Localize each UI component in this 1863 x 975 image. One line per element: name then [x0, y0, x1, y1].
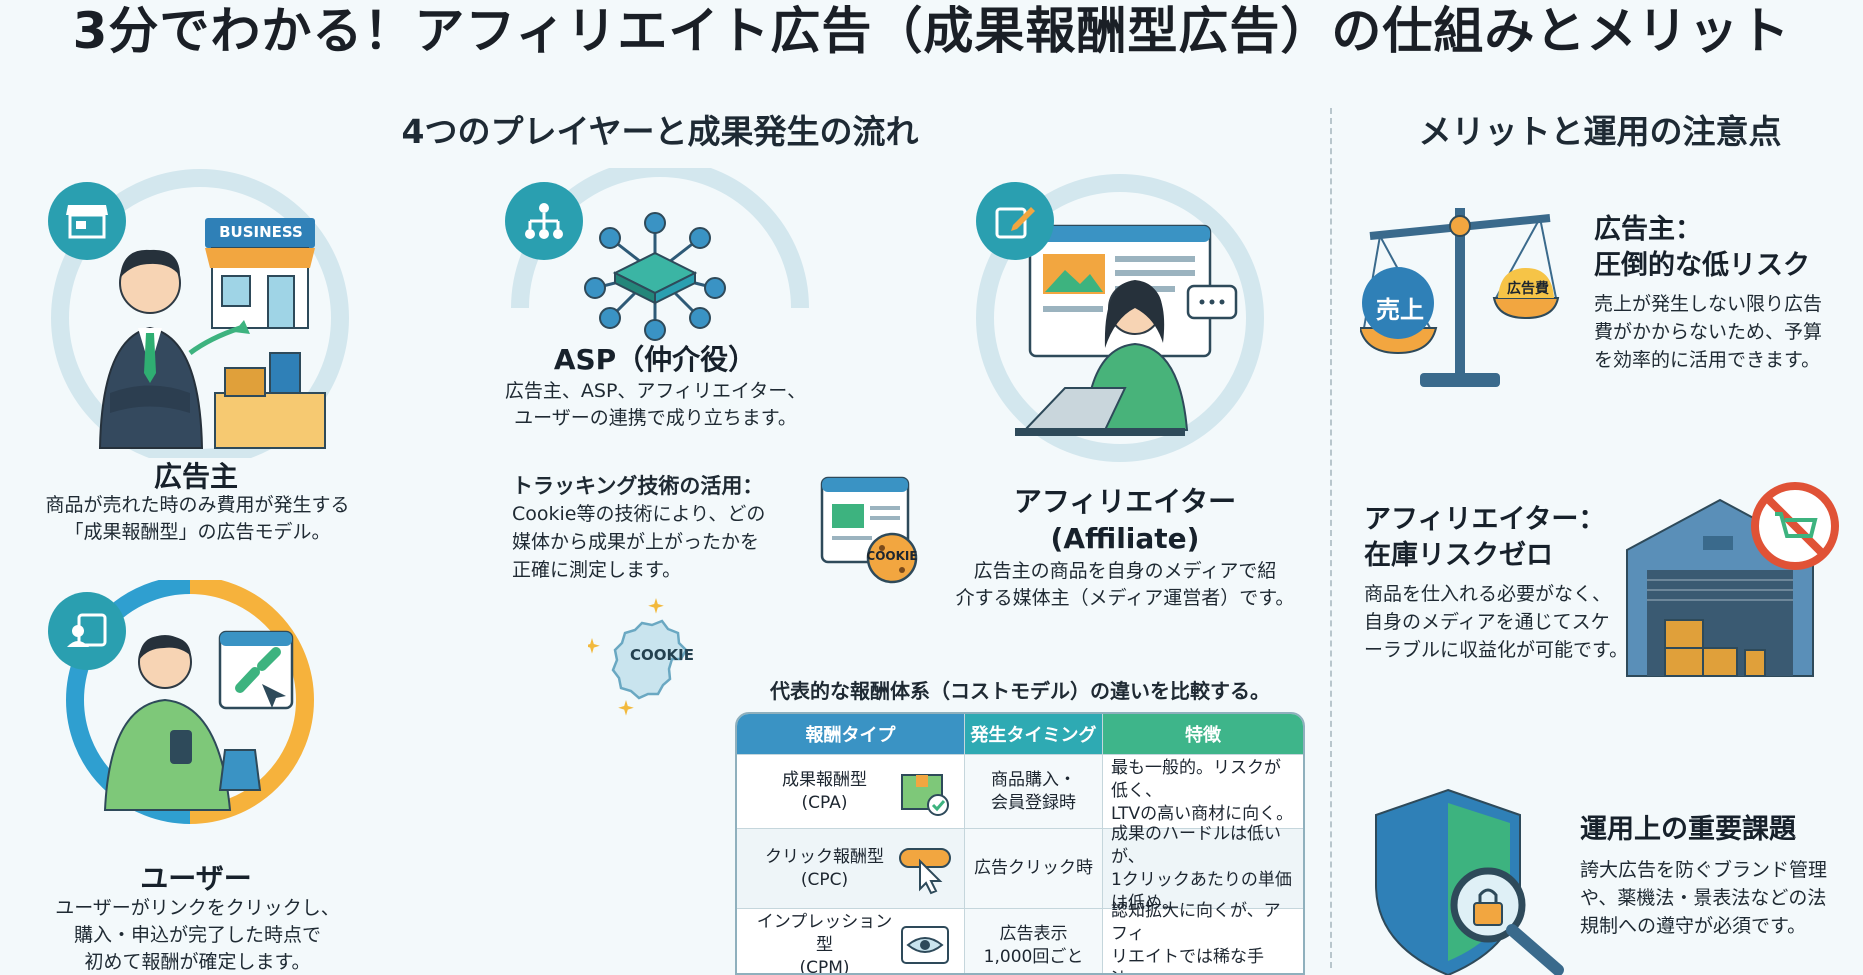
cookie-icon-label: COOKIE — [866, 549, 918, 563]
feature-cell: 認知拡大に向くが、アフィ リエイトでは稀な手法。 — [1111, 900, 1281, 974]
advertiser-merit-title: 広告主： 圧倒的な低リスク — [1594, 214, 1810, 281]
timing-cell: 商品購入・ 会員登録時 — [965, 755, 1103, 828]
page-title: 3分でわかる！アフィリエイト広告（成果報酬型広告）の仕組みとメリット — [72, 2, 1791, 60]
user-profile-badge-icon — [48, 592, 126, 670]
type-name: クリック報酬型 (CPC) — [765, 846, 884, 890]
affiliate-merit-title: アフィリエイター： 在庫リスクゼロ — [1364, 504, 1606, 571]
cookie-badge-icon — [588, 598, 688, 716]
affiliate-description: 広告主の商品を自身のメディアで紹 介する媒体主（メディア運営者）です。 — [955, 560, 1295, 609]
timing-cell: 広告クリック時 — [965, 829, 1103, 908]
advertiser-illustration — [51, 169, 349, 458]
section-heading-merits: メリットと運用の注意点 — [1418, 112, 1782, 151]
advertiser-label: 広告主 — [153, 460, 238, 493]
advertiser-description: 商品が売れた時のみ費用が発生する 「成果報酬型」の広告モデル。 — [45, 494, 350, 543]
affiliate-merit-description: 商品を仕入れる必要がなく、 自身のメディアを通じてスケ ーラブルに収益化が可能で… — [1364, 583, 1629, 661]
user-description: ユーザーがリンクをクリックし、 購入・申込が完了した時点で 初めて報酬が確定しま… — [55, 897, 340, 973]
table-header-row: 報酬タイプ 発生タイミング 特徴 — [737, 714, 1303, 754]
table-row: インプレッション型 (CPM) 広告表示 1,000回ごと 認知拡大に向くが、ア… — [737, 900, 1303, 975]
cost-table-caption: 代表的な報酬体系（コストモデル）の違いを比較する。 — [770, 679, 1270, 703]
scale-right-label: 広告費 — [1507, 281, 1549, 297]
type-name: インプレッション型 (CPM) — [756, 912, 893, 975]
timing-cell: 広告表示 1,000回ごと — [965, 909, 1103, 973]
feature-cell: 成果のハードルは低いが、 1クリックあたりの単価 は低め。 — [1111, 823, 1292, 913]
asp-description: 広告主、ASP、アフィリエイター、 ユーザーの連携で成り立ちます。 — [504, 380, 807, 429]
cookie-badge-label: COOKIE — [630, 646, 694, 664]
section-heading-flow: 4つのプレイヤーと成果発生の流れ — [401, 112, 919, 151]
eye-monitor-icon — [901, 925, 949, 964]
browser-cookie-icon — [820, 476, 918, 584]
table-header-type: 報酬タイプ — [737, 714, 965, 754]
affiliate-label: アフィリエイター (Affiliate) — [1013, 485, 1237, 555]
section-divider — [1330, 108, 1332, 968]
asp-label: ASP（仲介役） — [553, 343, 757, 376]
issues-title: 運用上の重要課題 — [1580, 814, 1796, 845]
table-row: 成果報酬型 (CPA) 商品購入・ 会員登録時 最も一般的。リスクが低く、 LT… — [737, 754, 1303, 828]
table-header-timing: 発生タイミング — [965, 714, 1103, 754]
org-chart-badge-icon — [505, 182, 583, 260]
edit-document-badge-icon — [976, 182, 1054, 260]
click-cursor-icon — [899, 847, 951, 894]
store-badge-icon — [48, 182, 126, 260]
scale-left-label: 売上 — [1376, 296, 1424, 324]
shield-lock-icon — [1375, 788, 1564, 975]
cost-model-table: 報酬タイプ 発生タイミング 特徴 成果報酬型 (CPA) 商品購入・ 会員登録時 — [735, 712, 1305, 975]
table-row: クリック報酬型 (CPC) 広告クリック時 成果のハードルは低いが、 1クリック… — [737, 823, 1303, 913]
balance-scale-icon — [1360, 208, 1560, 387]
warehouse-no-stock-icon — [1626, 482, 1839, 677]
store-sign: BUSINESS — [219, 223, 303, 241]
issues-description: 誇大広告を防ぐブランド管理 や、薬機法・景表法などの法 規制への遵守が必須です。 — [1580, 859, 1828, 937]
feature-cell: 最も一般的。リスクが低く、 LTVの高い商材に向く。 — [1111, 758, 1294, 824]
type-name: 成果報酬型 (CPA) — [782, 769, 867, 813]
table-header-feature: 特徴 — [1103, 714, 1303, 754]
user-label: ユーザー — [140, 862, 252, 895]
user-illustration — [66, 580, 314, 824]
advertiser-merit-description: 売上が発生しない限り広告 費がかからないため、予算 を効率的に活用できます。 — [1594, 293, 1823, 371]
tracking-description: トラッキング技術の活用： Cookie等の技術により、どの 媒体から成果が上がっ… — [512, 474, 766, 581]
affiliate-illustration — [976, 174, 1264, 462]
package-check-icon — [901, 773, 949, 816]
